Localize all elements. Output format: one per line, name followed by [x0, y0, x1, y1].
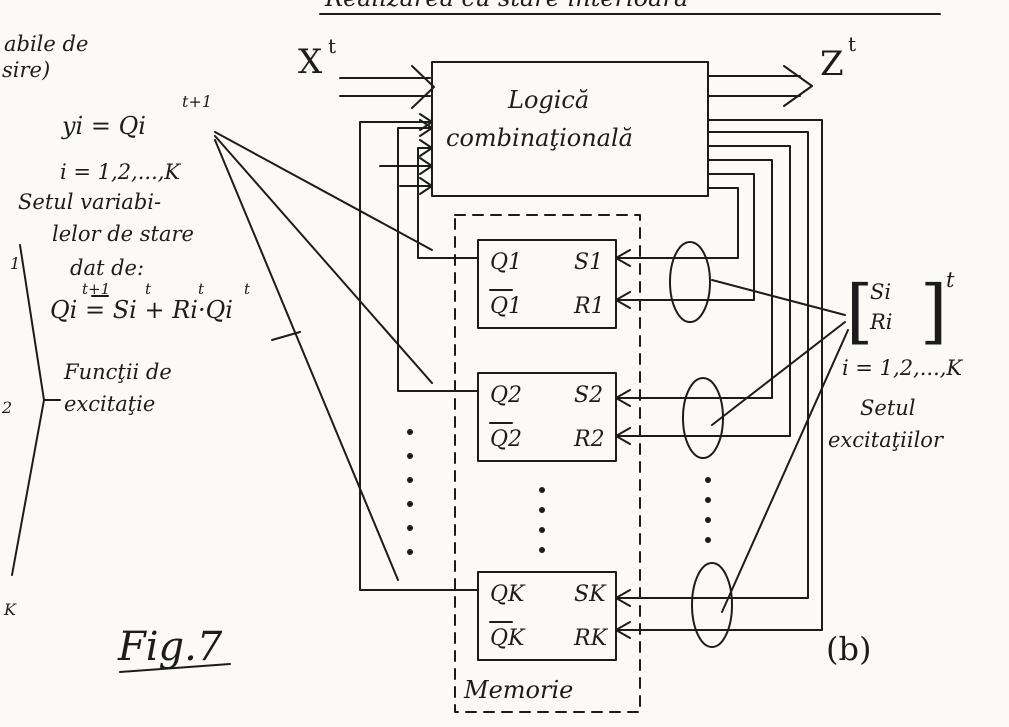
index-range-left: i = 1,2,...,K — [60, 160, 181, 184]
state-eq-sup: t+1 — [182, 92, 213, 111]
logic-label-2: combinaţională — [446, 124, 633, 152]
index-range-right: i = 1,2,...,K — [842, 356, 963, 380]
feedback-q2 — [397, 119, 479, 392]
eq-sup-left: t+1 — [82, 280, 111, 298]
output-arrow — [707, 65, 813, 107]
figure-part: (b) — [826, 630, 872, 668]
matrix-bracket-right: ] — [920, 270, 948, 352]
input-arrow — [339, 65, 435, 109]
ff2-r: R2 — [574, 427, 605, 452]
pointer-left-2 — [214, 135, 433, 384]
pointer-left-1 — [214, 131, 433, 251]
note-fragment-1: abile de — [4, 32, 89, 56]
ff1-s: S1 — [574, 250, 604, 275]
exc-r2 — [615, 145, 791, 445]
exc-s2 — [615, 159, 773, 407]
feedback-q1 — [417, 139, 479, 259]
group-ellipse-2 — [682, 377, 724, 459]
left-brace — [11, 244, 45, 576]
ff2-box — [477, 372, 617, 462]
input-label: X — [298, 42, 323, 82]
desc-line-3: dat de: — [70, 256, 145, 280]
pointer-left-3 — [214, 139, 399, 581]
ff2-qbar: Q2 — [490, 427, 523, 452]
matrix-sup: t — [946, 268, 955, 292]
eq-sup-q: t — [244, 280, 251, 298]
matrix-top: Si — [870, 280, 892, 304]
group-ellipse-k — [691, 562, 733, 648]
exc-sk — [615, 131, 809, 607]
pointer-left-eq — [271, 331, 301, 341]
memory-label: Memorie — [464, 676, 574, 704]
desc-line-1: Setul variabi- — [18, 190, 162, 214]
pointer-right-2 — [711, 321, 846, 426]
eq-sup-r: t — [198, 280, 205, 298]
ff1-qbar: Q1 — [490, 294, 523, 319]
ff2-s: S2 — [574, 383, 604, 408]
pointer-right-1 — [711, 279, 846, 316]
ff1-box — [477, 239, 617, 329]
exc-s1 — [615, 187, 739, 267]
func-line-2: excitaţie — [64, 392, 156, 416]
edge-label-1: 1 — [10, 254, 21, 273]
edge-label-2: 2 — [2, 398, 13, 417]
ffk-r: RK — [574, 626, 607, 651]
ffk-q: QK — [490, 582, 525, 607]
output-sup: t — [848, 32, 857, 56]
ff2-q: Q2 — [490, 383, 523, 408]
ff1-q: Q1 — [490, 250, 523, 275]
fig-underline — [119, 663, 231, 673]
ff1-r: R1 — [574, 294, 605, 319]
header-title: Realizarea cu stare interioară — [325, 0, 688, 12]
exc-r1 — [615, 173, 755, 309]
ellipsis-dots — [407, 429, 711, 555]
edge-label-k: K — [4, 600, 16, 619]
logic-label-1: Logică — [508, 86, 590, 114]
ffk-box — [477, 571, 617, 661]
feedback-extra-1 — [399, 177, 433, 195]
note-fragment-2: sire) — [2, 58, 51, 82]
func-line-1: Funcţii de — [64, 360, 172, 384]
output-label: Z — [820, 44, 844, 84]
pointer-right-3 — [721, 329, 849, 613]
group-ellipse-1 — [669, 241, 711, 323]
desc-line-2: lelor de stare — [52, 222, 194, 246]
excitation-equation: Qi = Si + Ri·Qi — [50, 296, 233, 324]
right-desc-2: excitaţiilor — [828, 428, 943, 452]
ffk-qbar: QK — [490, 626, 525, 651]
feedback-qk — [359, 113, 479, 591]
memory-box — [454, 214, 641, 713]
matrix-bottom: Ri — [870, 310, 893, 334]
figure-caption: Fig.7 — [118, 624, 223, 670]
eq-sup-s: t — [145, 280, 152, 298]
exc-rk — [615, 119, 823, 639]
feedback-extra-2 — [379, 157, 433, 175]
state-eq: yi = Qi — [62, 112, 146, 140]
input-sup: t — [328, 34, 337, 58]
right-desc-1: Setul — [860, 396, 916, 420]
ffk-s: SK — [574, 582, 606, 607]
matrix-bracket-left: [ — [846, 270, 874, 352]
